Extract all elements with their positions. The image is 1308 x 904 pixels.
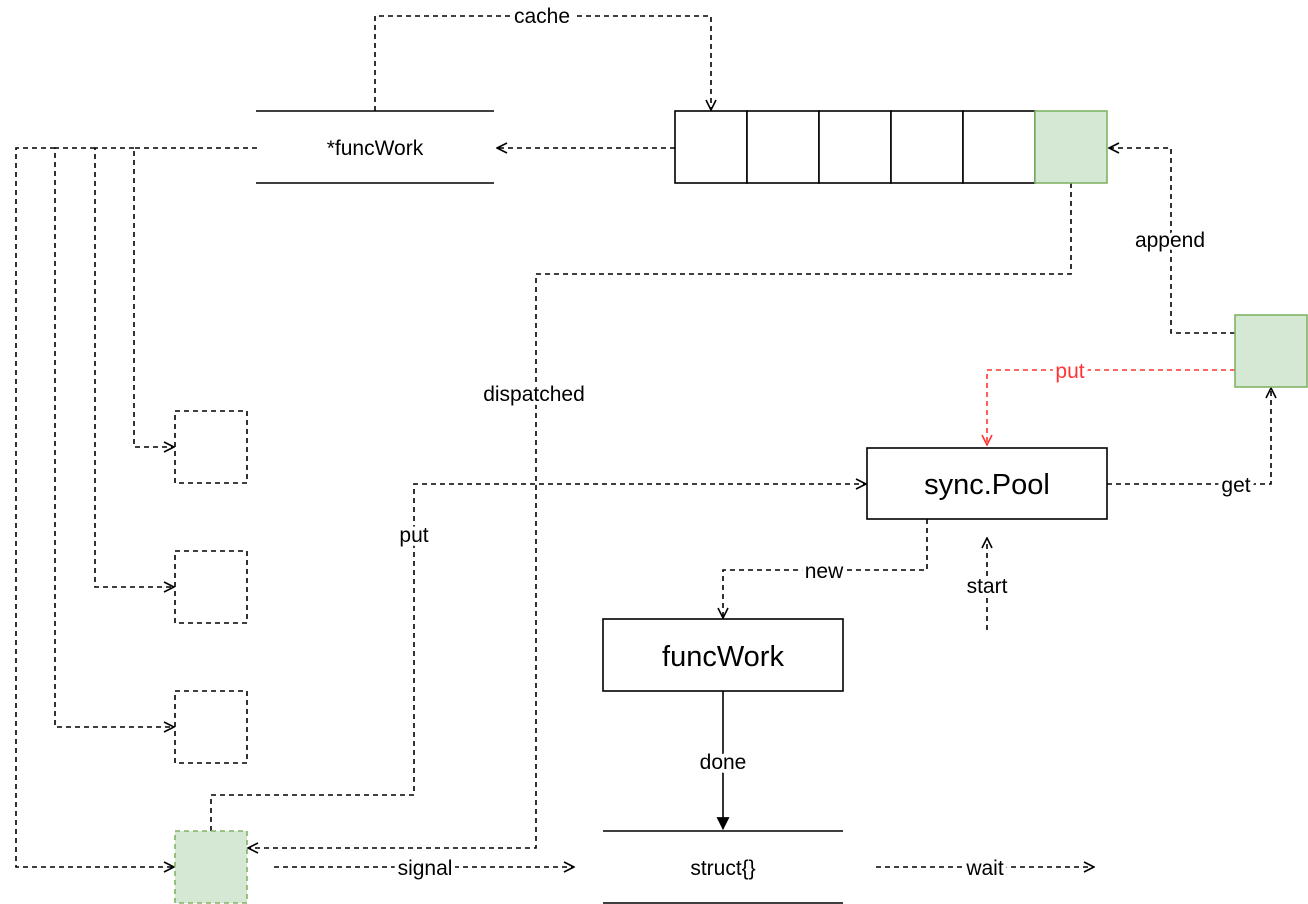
queue — [674, 110, 1108, 184]
edge-label-done: done — [700, 751, 747, 774]
edge-put — [210, 484, 866, 831]
edge-funcwork-ptr-to-worker-1 — [133, 147, 257, 447]
node-struct — [603, 830, 843, 904]
edge-funcwork-ptr-to-worker-2 — [94, 147, 174, 587]
edge-label-append: append — [1135, 229, 1205, 252]
queue-cell — [674, 110, 748, 184]
node-funcwork-label: funcWork — [662, 641, 784, 673]
edge-funcwork-ptr-to-green-box — [15, 147, 174, 867]
node-sync-pool — [866, 447, 1108, 520]
edge-label-put-red: put — [1055, 360, 1084, 383]
node-funcwork-ptr — [256, 110, 494, 184]
queue-cell-green — [1034, 110, 1108, 184]
edge-get — [1107, 388, 1271, 485]
edge-append — [1109, 148, 1235, 334]
edge-label-dispatched: dispatched — [483, 383, 585, 406]
queue-cell — [746, 110, 820, 184]
queue-cell — [890, 110, 964, 184]
edge-label-signal: signal — [398, 857, 453, 880]
node-worker-box-1 — [174, 410, 248, 484]
node-worker-box-2 — [174, 550, 248, 624]
edge-dispatched — [248, 183, 1072, 848]
edge-cache — [374, 15, 711, 111]
node-funcwork — [602, 618, 844, 692]
node-struct-label: struct{} — [690, 857, 755, 880]
edge-put-red — [987, 369, 1235, 445]
edge-label-wait: wait — [965, 857, 1004, 880]
edge-funcwork-ptr-to-worker-3 — [54, 147, 174, 727]
node-green-box-bottom — [174, 830, 248, 904]
edge-label-put: put — [399, 524, 428, 547]
node-sync-pool-label: sync.Pool — [924, 469, 1050, 501]
edge-label-start: start — [967, 575, 1008, 598]
queue-cell — [962, 110, 1036, 184]
node-green-box-right — [1234, 314, 1308, 388]
edge-label-cache: cache — [514, 5, 570, 28]
queue-cell — [818, 110, 892, 184]
edge-label-new: new — [805, 560, 844, 583]
edge-new — [723, 519, 928, 618]
node-worker-box-3 — [174, 690, 248, 764]
edge-label-get: get — [1221, 474, 1250, 497]
node-funcwork-ptr-label: *funcWork — [327, 137, 424, 160]
